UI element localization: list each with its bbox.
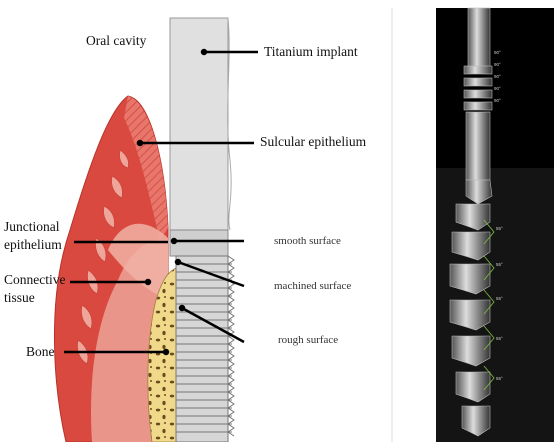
sem-label-2: 90° xyxy=(494,62,501,67)
implant-smooth-collar xyxy=(170,230,228,256)
sem-label-1: 90° xyxy=(494,50,501,55)
label-bone: Bone xyxy=(26,344,55,360)
implant-upper xyxy=(170,18,228,230)
label-oral-cavity: Oral cavity xyxy=(86,33,146,49)
sem-label-3: 90° xyxy=(494,74,501,79)
sem-label-7: 55° xyxy=(496,262,503,267)
sem-label-8: 55° xyxy=(496,296,503,301)
sem-label-5: 90° xyxy=(494,98,501,103)
implant-machined-threads xyxy=(176,256,232,442)
sem-label-10: 55° xyxy=(496,376,503,381)
sem-label-6: 55° xyxy=(496,226,503,231)
label-rough-surface: rough surface xyxy=(278,334,338,346)
label-sulcular-epithelium: Sulcular epithelium xyxy=(260,134,366,150)
label-connective-tissue: Connective tissue xyxy=(4,271,65,307)
sem-label-4: 90° xyxy=(494,86,501,91)
label-titanium-implant: Titanium implant xyxy=(264,44,358,60)
sem-label-9: 55° xyxy=(496,336,503,341)
label-smooth-surface: smooth surface xyxy=(274,235,341,247)
label-machined-surface: machined surface xyxy=(274,280,351,292)
label-junctional-epithelium: Junctional epithelium xyxy=(4,218,62,254)
